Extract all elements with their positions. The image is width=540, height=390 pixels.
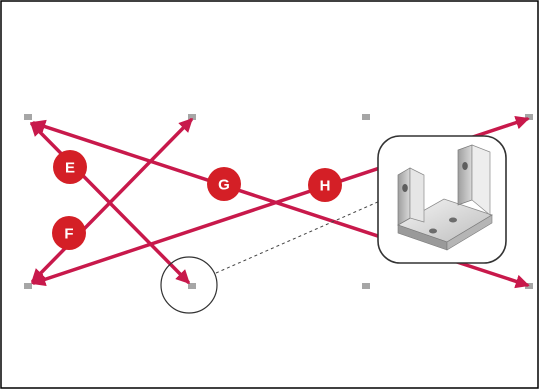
focus-circle <box>160 256 218 314</box>
u-bracket-icon <box>397 144 493 251</box>
badge-h: H <box>308 168 342 202</box>
badge-f-label: F <box>64 226 73 243</box>
handle-bottom-mid-right[interactable] <box>362 283 370 289</box>
handle-top-left[interactable] <box>24 114 32 120</box>
handle-bottom-mid-left[interactable] <box>188 283 196 289</box>
badge-g-label: G <box>218 177 230 194</box>
badge-e-label: E <box>65 160 75 177</box>
handle-bottom-left[interactable] <box>24 283 32 289</box>
badge-h-label: H <box>320 178 331 195</box>
badge-g: G <box>207 167 241 201</box>
badge-e: E <box>53 150 87 184</box>
callout <box>377 135 507 264</box>
handle-top-mid-right[interactable] <box>362 114 370 120</box>
badge-f: F <box>52 216 86 250</box>
